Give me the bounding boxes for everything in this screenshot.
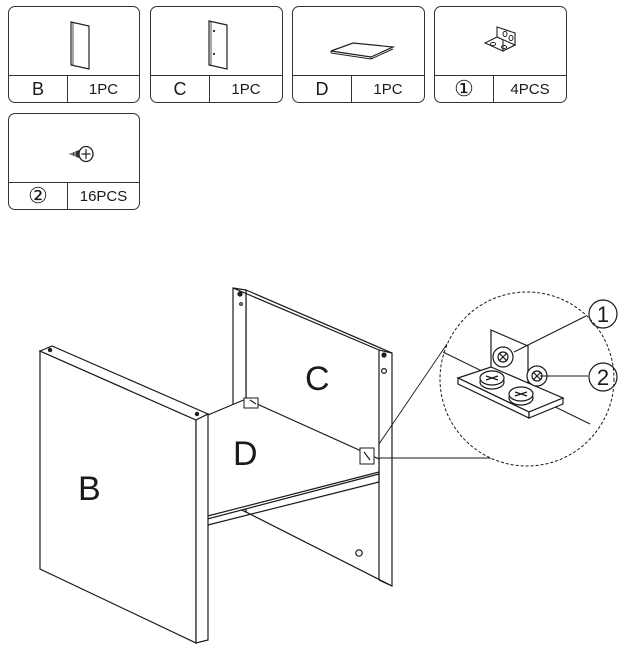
part-card-bracket: ① 4PCS bbox=[434, 6, 567, 103]
detail-zoom-circle bbox=[439, 291, 615, 467]
part-quantity: 1PC bbox=[231, 80, 261, 98]
part-label: D bbox=[293, 76, 352, 102]
board-b-icon bbox=[9, 7, 139, 70]
part-quantity: 1PC bbox=[88, 80, 119, 98]
panel-d-label: D bbox=[233, 435, 258, 473]
board-c-icon bbox=[151, 7, 282, 70]
part-card-d: D 1PC bbox=[292, 6, 425, 103]
part-card-c: C 1PC bbox=[150, 6, 283, 103]
part-quantity: 16PCS bbox=[79, 187, 128, 205]
panel-b-label: B bbox=[78, 470, 101, 508]
part-label: ② bbox=[9, 183, 68, 209]
callout-2-circle bbox=[588, 362, 618, 392]
part-label: C bbox=[151, 76, 210, 102]
callout-1-label: 1 bbox=[597, 302, 609, 327]
part-card-b: B 1PC bbox=[8, 6, 140, 103]
callout-2-label: 2 bbox=[597, 365, 609, 390]
panel-b bbox=[38, 345, 210, 644]
corner-bracket-icon bbox=[435, 7, 566, 67]
panel-c-label: C bbox=[305, 360, 330, 398]
part-quantity: 1PC bbox=[373, 80, 403, 98]
part-quantity: 4PCS bbox=[510, 80, 550, 98]
screw-icon bbox=[9, 114, 139, 174]
board-d-icon bbox=[293, 7, 424, 67]
callout-1-circle bbox=[588, 299, 618, 329]
part-label: B bbox=[9, 76, 68, 102]
part-label: ① bbox=[435, 76, 494, 102]
part-card-screw: ② 16PCS bbox=[8, 113, 140, 210]
